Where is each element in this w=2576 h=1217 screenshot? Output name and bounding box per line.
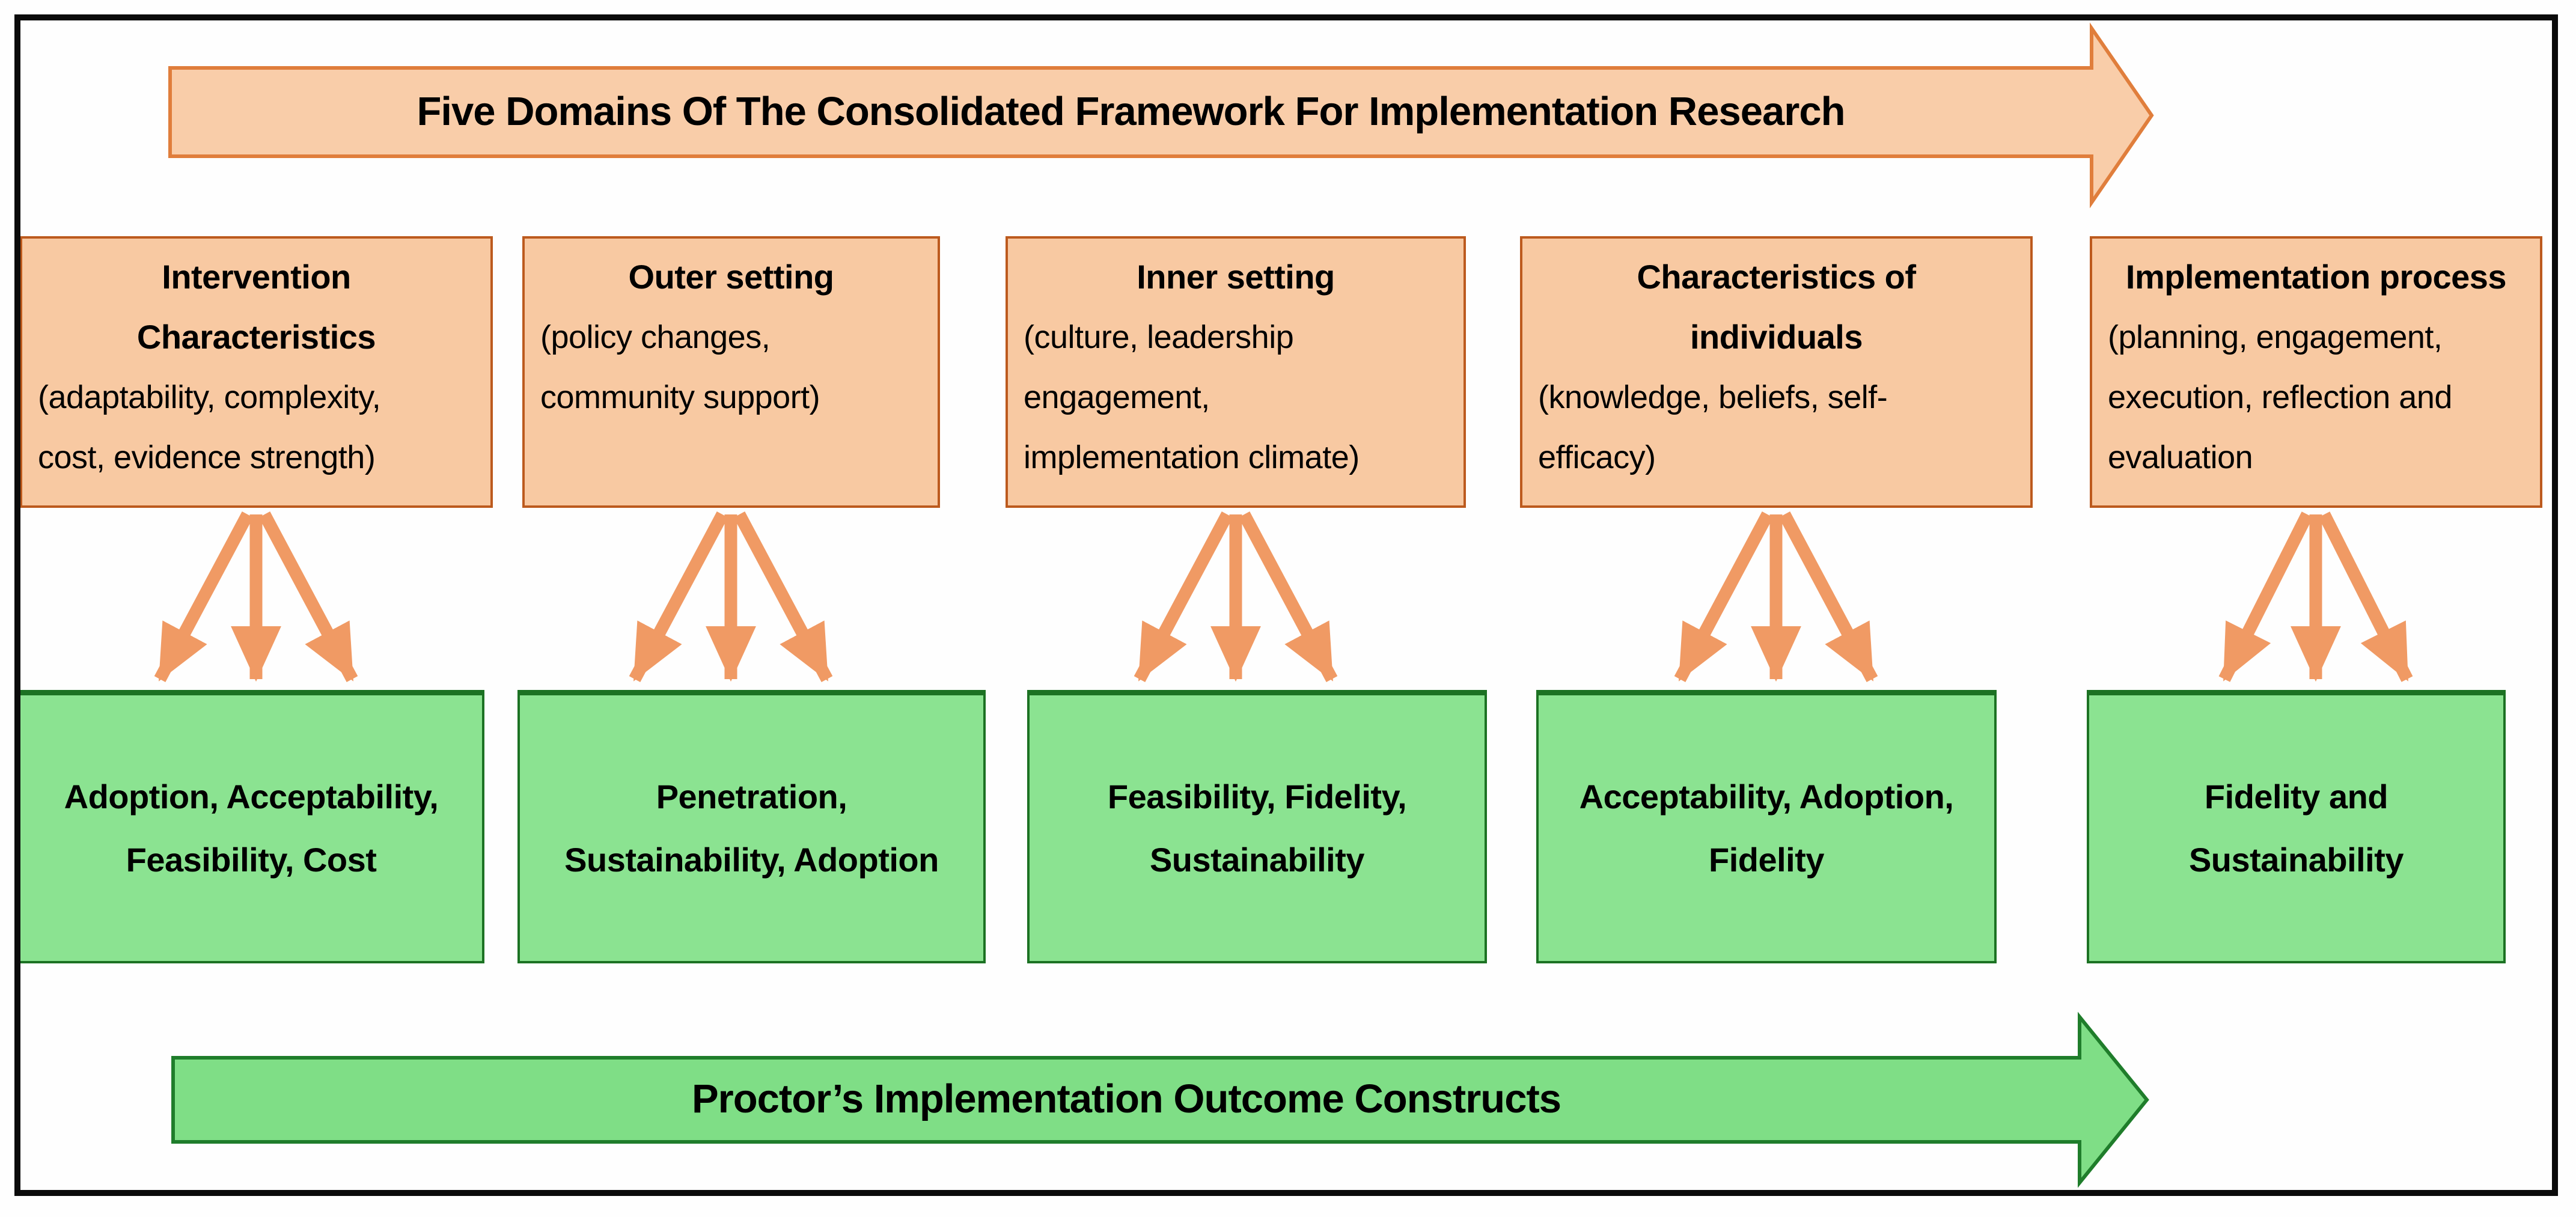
domain-box-characteristics-of-individuals: Characteristics of individuals (knowledg… <box>1520 236 2033 508</box>
outcome-box-1: Adoption, Acceptability, Feasibility, Co… <box>18 690 484 963</box>
fan-arrows-domain-5 <box>2218 511 2413 682</box>
outcome-box-4: Acceptability, Adoption, Fidelity <box>1536 690 1997 963</box>
outcome-box-2: Penetration, Sustainability, Adoption <box>517 690 986 963</box>
proctor-banner-label: Proctor’s Implementation Outcome Constru… <box>691 1076 1561 1121</box>
domain-detail: (adaptability, complexity, cost, evidenc… <box>38 379 381 475</box>
fan-arrow <box>258 511 358 682</box>
fan-arrows-domain-1 <box>154 511 358 682</box>
domain-title: Implementation process <box>2125 258 2507 296</box>
figure-frame <box>14 14 2558 1196</box>
domain-title: Characteristics of individuals <box>1637 258 1916 356</box>
fan-arrow <box>154 511 254 682</box>
outcome-box-3: Feasibility, Fidelity, Sustainability <box>1027 690 1487 963</box>
domain-title: Inner setting <box>1137 258 1335 296</box>
domain-detail: (planning, engagement, execution, reflec… <box>2108 319 2452 475</box>
proctor-banner-arrow <box>171 1011 2149 1188</box>
domain-detail: (knowledge, beliefs, self- efficacy) <box>1538 379 1888 475</box>
domain-title: Outer setting <box>628 258 834 296</box>
domain-detail: (culture, leadership engagement, impleme… <box>1024 319 1360 475</box>
fan-arrow <box>1238 511 1338 682</box>
fan-arrow <box>1674 511 1774 682</box>
fan-arrow <box>2218 511 2313 682</box>
fan-arrow <box>1778 511 1878 682</box>
domain-box-implementation-process: Implementation process (planning, engage… <box>2090 236 2542 508</box>
fan-arrow <box>1134 511 1233 682</box>
fan-arrow <box>733 511 833 682</box>
cfir-banner-label: Five Domains Of The Consolidated Framewo… <box>417 88 1845 134</box>
outcome-box-5: Fidelity and Sustainability <box>2087 690 2506 963</box>
domain-detail: (policy changes, community support) <box>540 319 820 415</box>
fan-arrows-domain-3 <box>1134 511 1338 682</box>
domain-title: Intervention Characteristics <box>136 258 376 356</box>
fan-arrow <box>2318 511 2413 682</box>
fan-arrows-domain-2 <box>629 511 833 682</box>
fan-arrow <box>629 511 728 682</box>
fan-arrows-domain-4 <box>1674 511 1878 682</box>
domain-box-inner-setting: Inner setting (culture, leadership engag… <box>1006 236 1466 508</box>
domain-box-intervention-characteristics: Intervention Characteristics (adaptabili… <box>20 236 493 508</box>
cfir-banner-arrow <box>168 22 2154 209</box>
domain-box-outer-setting: Outer setting (policy changes, community… <box>522 236 940 508</box>
